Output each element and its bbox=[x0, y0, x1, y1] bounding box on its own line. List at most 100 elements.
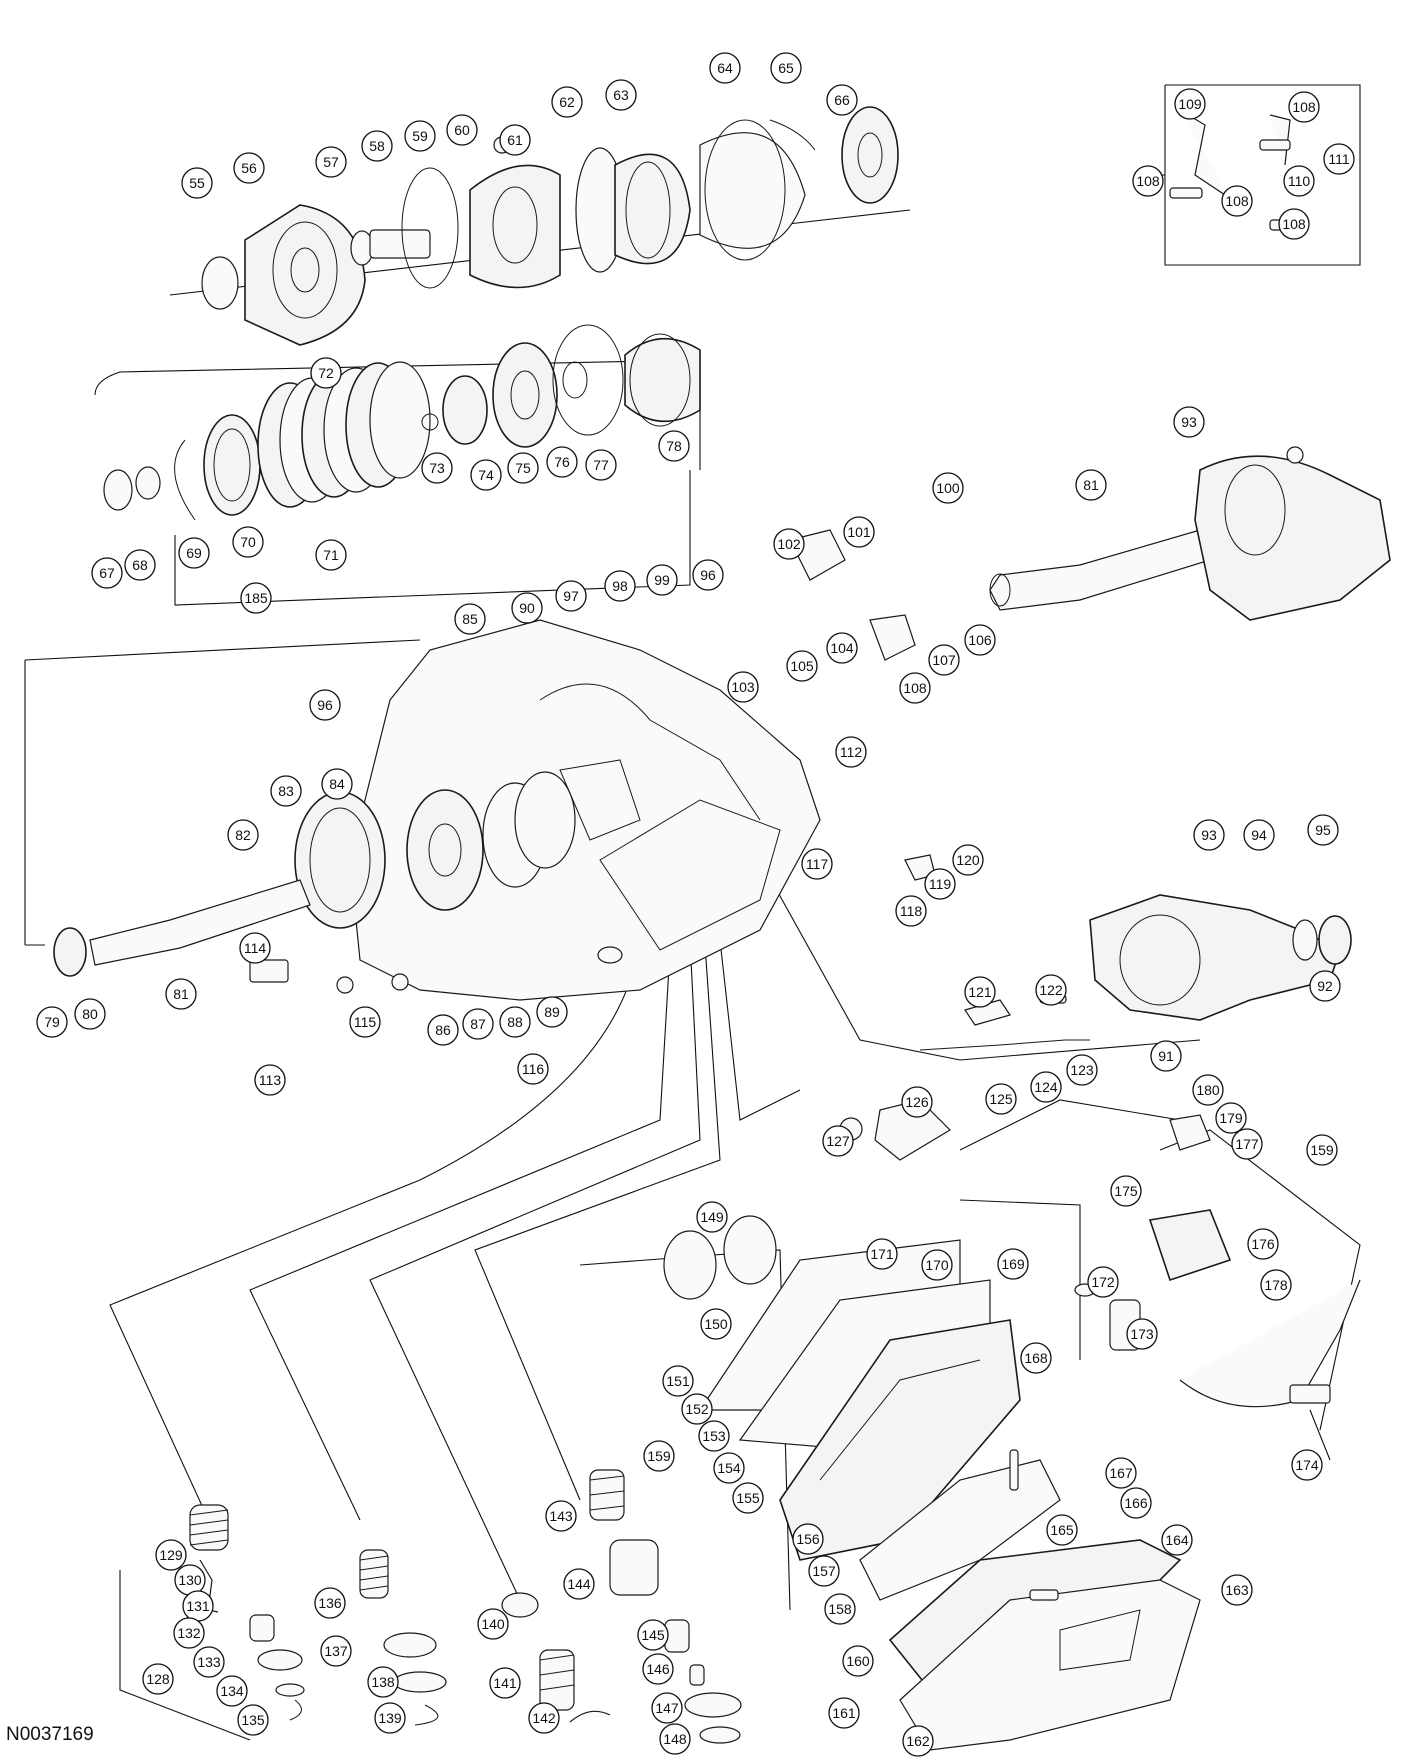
callout-circle bbox=[902, 1725, 934, 1757]
callout-label: 122 bbox=[1039, 982, 1063, 998]
callout-circle bbox=[997, 1248, 1029, 1280]
callout-circle bbox=[932, 472, 964, 504]
callout-label: 97 bbox=[563, 588, 579, 604]
callout-65: 65 bbox=[770, 52, 802, 84]
callout-label: 78 bbox=[666, 438, 682, 454]
callout-label: 159 bbox=[1310, 1142, 1334, 1158]
callout-circle bbox=[1110, 1175, 1142, 1207]
output-shaft-and-housing bbox=[989, 446, 1391, 621]
callout-circle bbox=[1288, 91, 1320, 123]
callout-103: 103 bbox=[727, 671, 759, 703]
callout-circle bbox=[551, 86, 583, 118]
callout-159: 159 bbox=[643, 1440, 675, 1472]
callout-67: 67 bbox=[91, 557, 123, 589]
callout-label: 62 bbox=[559, 94, 575, 110]
callout-label: 141 bbox=[493, 1675, 517, 1691]
callout-circle bbox=[770, 52, 802, 84]
callout-93: 93 bbox=[1173, 406, 1205, 438]
callout-circle bbox=[928, 644, 960, 676]
callout-label: 105 bbox=[790, 658, 814, 674]
callout-79: 79 bbox=[36, 1006, 68, 1038]
callout-128: 128 bbox=[142, 1663, 174, 1695]
callout-label: 165 bbox=[1050, 1522, 1074, 1538]
callout-185: 185 bbox=[240, 582, 272, 614]
callout-label: 173 bbox=[1130, 1326, 1154, 1342]
callout-150: 150 bbox=[700, 1308, 732, 1340]
callout-circle bbox=[637, 1619, 669, 1651]
callout-label: 167 bbox=[1109, 1465, 1133, 1481]
callout-circle bbox=[367, 1666, 399, 1698]
callout-label: 98 bbox=[612, 578, 628, 594]
callout-circle bbox=[662, 1365, 694, 1397]
callout-label: 148 bbox=[663, 1731, 687, 1747]
callout-label: 80 bbox=[82, 1006, 98, 1022]
callout-label: 67 bbox=[99, 565, 115, 581]
callout-circle bbox=[964, 624, 996, 656]
callout-circle bbox=[1243, 819, 1275, 851]
callout-123: 123 bbox=[1066, 1054, 1098, 1086]
callout-circle bbox=[511, 592, 543, 624]
callout-label: 146 bbox=[646, 1661, 670, 1677]
callout-circle bbox=[786, 650, 818, 682]
callout-56: 56 bbox=[233, 152, 265, 184]
callout-label: 162 bbox=[906, 1733, 930, 1749]
callout-140: 140 bbox=[477, 1608, 509, 1640]
callout-circle bbox=[427, 1014, 459, 1046]
callout-circle bbox=[692, 559, 724, 591]
callout-circle bbox=[643, 1440, 675, 1472]
callout-label: 87 bbox=[470, 1016, 486, 1032]
callout-circle bbox=[315, 146, 347, 178]
extension-housing bbox=[1089, 894, 1352, 1021]
callout-label: 175 bbox=[1114, 1183, 1138, 1199]
callout-circle bbox=[309, 689, 341, 721]
callout-99: 99 bbox=[646, 564, 678, 596]
callout-146: 146 bbox=[642, 1653, 674, 1685]
callout-label: 61 bbox=[507, 132, 523, 148]
callout-circle bbox=[374, 1702, 406, 1734]
callout-circle bbox=[808, 1555, 840, 1587]
callout-label: 143 bbox=[549, 1508, 573, 1524]
callout-158: 158 bbox=[824, 1593, 856, 1625]
transmission-case bbox=[53, 529, 916, 1001]
callout-137: 137 bbox=[320, 1635, 352, 1667]
callout-label: 129 bbox=[159, 1547, 183, 1563]
callout-label: 117 bbox=[806, 856, 829, 872]
callout-162: 162 bbox=[902, 1725, 934, 1757]
callout-74: 74 bbox=[470, 459, 502, 491]
callout-circle bbox=[1307, 814, 1339, 846]
callout-circle bbox=[1174, 88, 1206, 120]
callout-label: 174 bbox=[1295, 1457, 1319, 1473]
callout-circle bbox=[1087, 1266, 1119, 1298]
callout-label: 94 bbox=[1251, 827, 1267, 843]
callout-163: 163 bbox=[1221, 1574, 1253, 1606]
callout-59: 59 bbox=[404, 120, 436, 152]
callout-circle bbox=[1066, 1054, 1098, 1086]
callout-circle bbox=[895, 895, 927, 927]
callout-label: 99 bbox=[654, 572, 670, 588]
callout-72: 72 bbox=[310, 357, 342, 389]
callout-121: 121 bbox=[964, 976, 996, 1008]
callout-58: 58 bbox=[361, 130, 393, 162]
callout-circle bbox=[835, 736, 867, 768]
callout-circle bbox=[315, 539, 347, 571]
callout-174: 174 bbox=[1291, 1449, 1323, 1481]
callout-170: 170 bbox=[921, 1249, 953, 1281]
callout-98: 98 bbox=[604, 570, 636, 602]
callout-152: 152 bbox=[681, 1393, 713, 1425]
callout-88: 88 bbox=[499, 1006, 531, 1038]
callout-circle bbox=[1283, 165, 1315, 197]
callout-144: 144 bbox=[563, 1568, 595, 1600]
callout-circle bbox=[681, 1393, 713, 1425]
callout-circle bbox=[1020, 1342, 1052, 1374]
callout-154: 154 bbox=[713, 1452, 745, 1484]
callout-69: 69 bbox=[178, 537, 210, 569]
callout-circle bbox=[1193, 819, 1225, 851]
callout-circle bbox=[1231, 1128, 1263, 1160]
callout-118: 118 bbox=[895, 895, 927, 927]
callout-circle bbox=[1247, 1228, 1279, 1260]
callout-label: 159 bbox=[647, 1448, 671, 1464]
callout-125: 125 bbox=[985, 1083, 1017, 1115]
callout-126: 126 bbox=[901, 1086, 933, 1118]
callout-label: 66 bbox=[834, 92, 850, 108]
callout-circle bbox=[454, 603, 486, 635]
